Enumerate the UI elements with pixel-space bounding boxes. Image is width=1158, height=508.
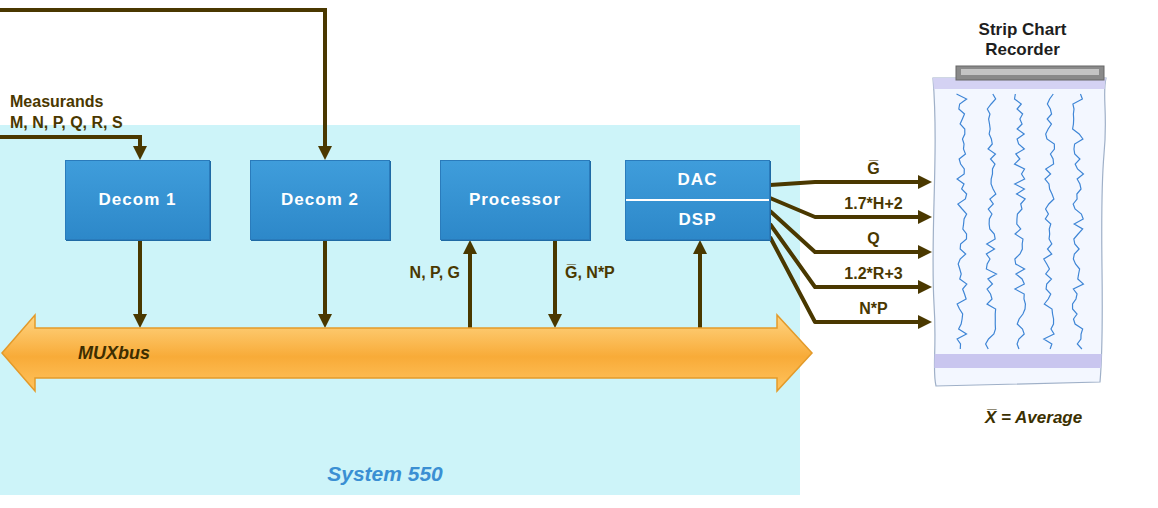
mux-bus: MUXbus: [0, 328, 812, 378]
trace-line: [1044, 94, 1055, 349]
signal-arrow: [698, 246, 702, 328]
paper-holder: [956, 66, 1104, 80]
strip-chart-recorder: Strip Chart Recorder: [930, 12, 1115, 392]
converter-box: DACDSP: [625, 160, 770, 240]
trace-line: [957, 94, 967, 349]
system-panel: System 550 Decom 1 Decom 2 Processor DACDSP M…: [0, 125, 800, 495]
signal-label: N, P, G: [408, 263, 462, 282]
signal-label: Q: [865, 229, 881, 248]
signal-arrow: [468, 246, 472, 328]
box-label: Decom 2: [281, 190, 359, 210]
bus-shape: [2, 315, 812, 391]
paper-holder: [961, 69, 1099, 75]
signal-arrow: [323, 240, 327, 322]
process-box: Decom 1: [65, 160, 210, 240]
box-label: Processor: [469, 190, 561, 210]
box-label: DSP: [626, 199, 769, 239]
paper-band: [930, 354, 1115, 368]
signal-label: N*P: [857, 299, 889, 318]
signal-list-label: M, N, P, Q, R, S: [10, 113, 123, 132]
paper-sheet: [933, 78, 1106, 386]
signal-label: G̅: [865, 159, 881, 178]
process-box: Decom 2: [250, 160, 390, 240]
chart-paper: [930, 64, 1115, 394]
bus-label: MUXbus: [78, 328, 150, 378]
system-label: System 550: [285, 462, 485, 486]
signal-label: 1.2*R+3: [842, 264, 904, 283]
box-label: DAC: [626, 161, 769, 199]
legend-note: X̅ = Average: [985, 408, 1082, 427]
trace-line: [986, 94, 997, 349]
process-box: Processor: [440, 160, 590, 240]
signal-arrow: [138, 240, 142, 322]
signal-arrow: [553, 240, 557, 322]
signal-label: G̅, N*P: [563, 263, 617, 282]
box-label: Decom 1: [99, 190, 177, 210]
trace-line: [1015, 94, 1026, 349]
trace-line: [1073, 94, 1084, 349]
signal-label: 1.7*H+2: [842, 194, 904, 213]
signal-group-label: Measurands: [10, 92, 103, 111]
signal-arrow: [770, 182, 926, 185]
recorder-title: Strip Chart Recorder: [948, 12, 1098, 60]
